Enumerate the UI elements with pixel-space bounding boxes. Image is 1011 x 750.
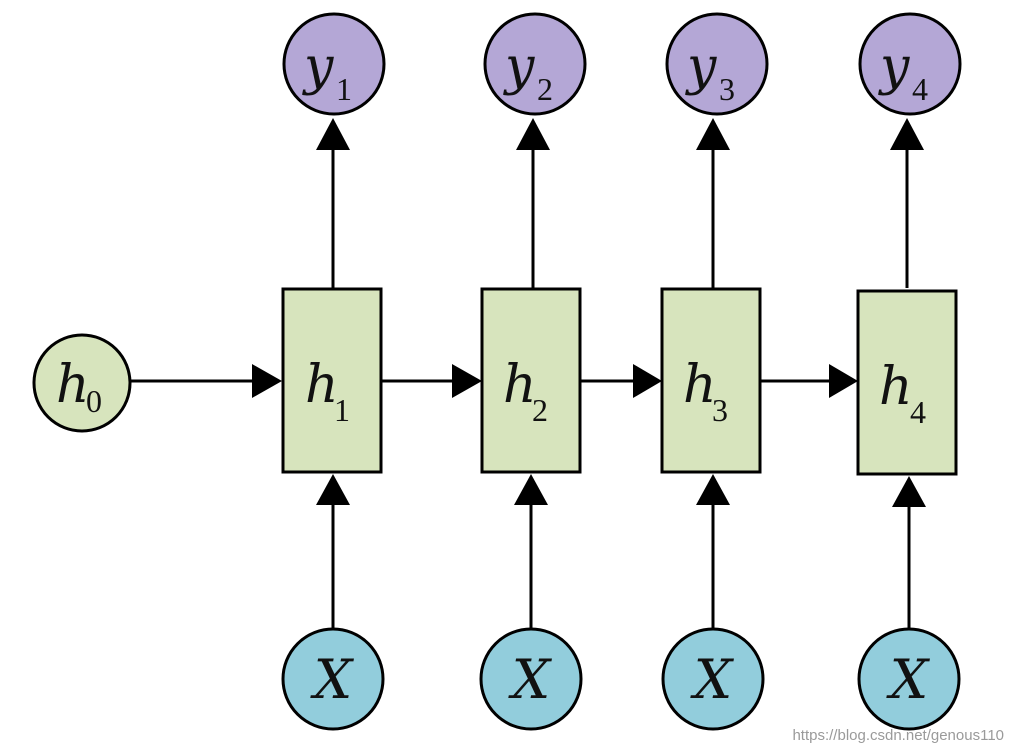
- initial-state-node: h 0: [32, 333, 132, 433]
- input-node-3: X: [661, 627, 765, 731]
- hidden-subscript-2: 2: [532, 392, 548, 428]
- output-node-2: y 2: [483, 12, 587, 116]
- step-3: y 3 h 3 X: [660, 12, 769, 731]
- arrow-h2-to-h3: [580, 364, 662, 398]
- output-node-1: y 1: [282, 12, 386, 116]
- arrow-h1-to-h2: [381, 364, 482, 398]
- step-1: y 1 h 1 X: [281, 12, 386, 731]
- output-symbol-4: y: [878, 37, 910, 97]
- input-symbol-3: X: [690, 648, 735, 711]
- arrow-x2-to-h2: [514, 474, 548, 630]
- hidden-symbol-1: h: [305, 355, 339, 415]
- hidden-subscript-3: 3: [712, 392, 728, 428]
- arrow-h3-to-h4: [760, 364, 858, 398]
- output-symbol-1: y: [302, 37, 334, 97]
- input-node-1: X: [281, 627, 385, 731]
- watermark-text: https://blog.csdn.net/genous110: [792, 727, 1004, 744]
- initial-state-subscript: 0: [86, 383, 102, 419]
- input-symbol-1: X: [310, 648, 355, 711]
- input-symbol-4: X: [886, 648, 931, 711]
- output-subscript-2: 2: [537, 71, 553, 107]
- step-4: y 4 h 4 X: [856, 12, 962, 731]
- hidden-subscript-1: 1: [334, 392, 350, 428]
- step-2: y 2 h 2 X: [479, 12, 587, 731]
- hidden-cell-1: h 1: [281, 287, 383, 474]
- hidden-cell-4: h 4: [856, 289, 958, 476]
- input-symbol-2: X: [508, 648, 553, 711]
- hidden-cell-3: h 3: [660, 287, 762, 474]
- arrow-h1-to-y1: [316, 118, 350, 288]
- output-node-3: y 3: [665, 12, 769, 116]
- arrow-h4-to-y4: [890, 118, 924, 288]
- arrow-x3-to-h3: [696, 474, 730, 630]
- hidden-symbol-3: h: [683, 355, 717, 415]
- arrow-h2-to-y2: [516, 118, 550, 288]
- hidden-symbol-4: h: [879, 357, 913, 417]
- output-node-4: y 4: [858, 12, 962, 116]
- hidden-symbol-2: h: [503, 355, 537, 415]
- output-symbol-3: y: [685, 37, 717, 97]
- hidden-subscript-4: 4: [910, 394, 926, 430]
- output-symbol-2: y: [503, 37, 535, 97]
- output-subscript-3: 3: [719, 71, 735, 107]
- input-node-2: X: [479, 627, 583, 731]
- arrow-x1-to-h1: [316, 474, 350, 630]
- arrow-h0-to-h1: [130, 364, 282, 398]
- output-subscript-1: 1: [336, 71, 352, 107]
- hidden-cell-2: h 2: [480, 287, 582, 474]
- arrow-x4-to-h4: [892, 476, 926, 630]
- initial-state-symbol: h: [56, 355, 90, 415]
- output-subscript-4: 4: [912, 71, 928, 107]
- input-node-4: X: [857, 627, 961, 731]
- arrow-h3-to-y3: [696, 118, 730, 288]
